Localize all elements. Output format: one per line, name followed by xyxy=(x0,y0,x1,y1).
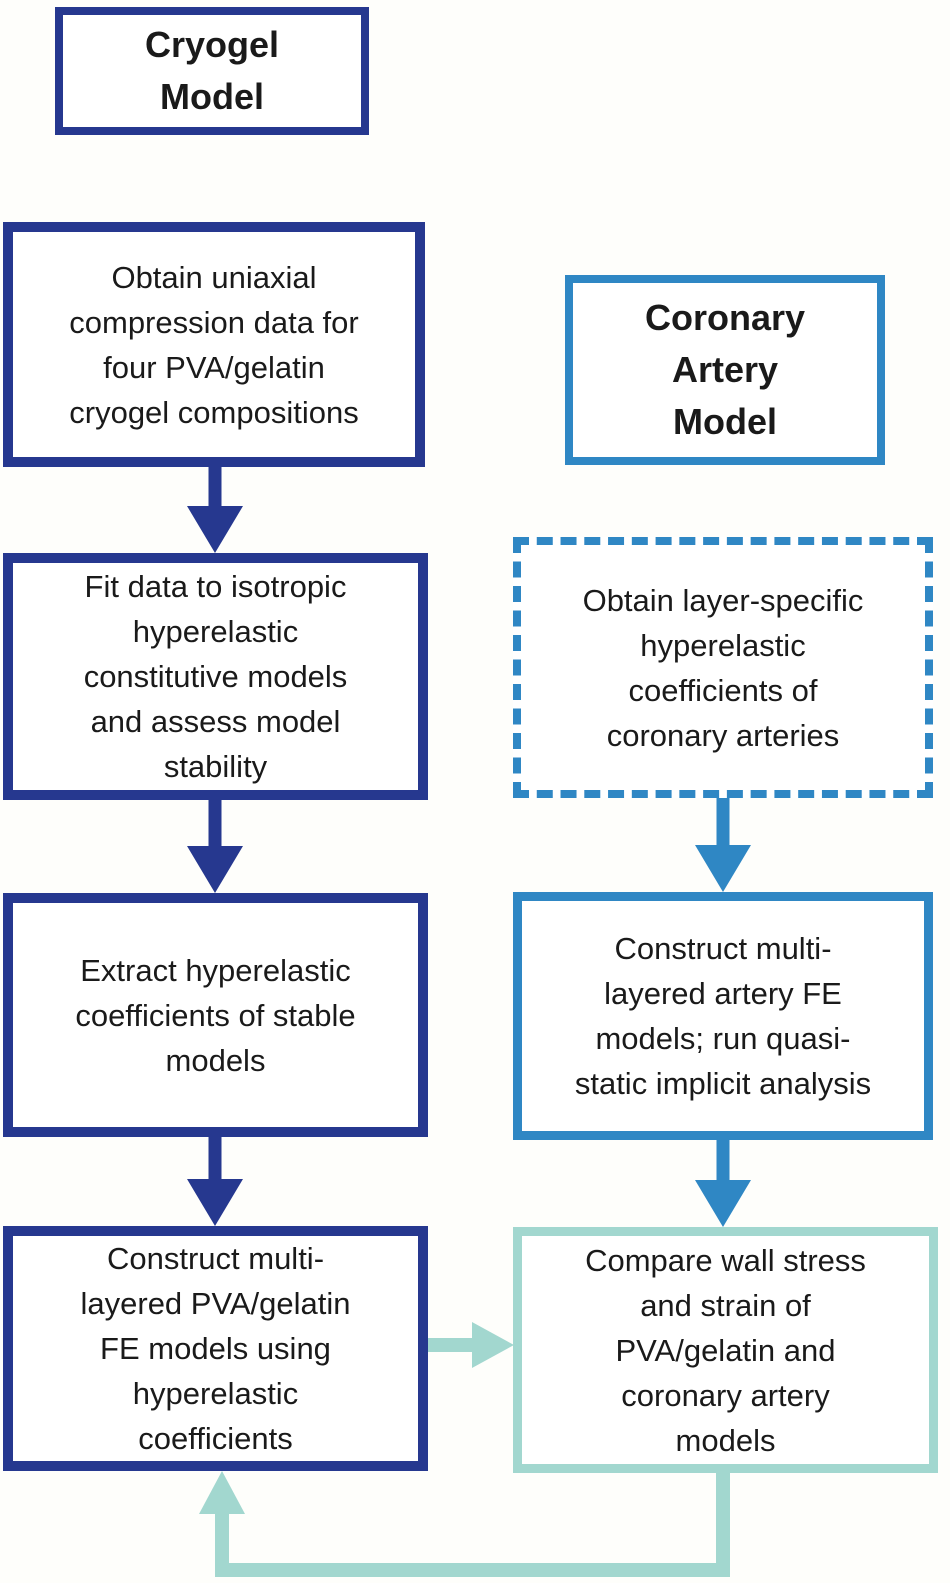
cryogel-model-header-label: Cryogel Model xyxy=(144,24,280,117)
arrow-cryogel-step3-to-step4 xyxy=(187,1137,243,1226)
step-text: Obtain layer-specific hyperelastic coeff… xyxy=(582,582,864,753)
arrow-cryogel-step2-to-step3 xyxy=(187,800,243,893)
step-text: Construct multi- layered artery FE model… xyxy=(574,931,872,1101)
compare-results-step: Compare wall stress and strain of PVA/ge… xyxy=(513,1227,938,1473)
artery-step-obtain-coefficients: Obtain layer-specific hyperelastic coeff… xyxy=(513,537,933,798)
cryogel-model-header: Cryogel Model xyxy=(55,7,369,135)
step-text: Compare wall stress and strain of PVA/ge… xyxy=(585,1242,866,1458)
cryogel-step-obtain-compression-data: Obtain uniaxial compression data for fou… xyxy=(3,222,425,467)
arrow-cryogel-step1-to-step2 xyxy=(187,465,243,553)
arrow-artery-step2-to-step3 xyxy=(695,1140,751,1227)
arrow-artery-step1-to-step2 xyxy=(695,798,751,892)
step-text: Obtain uniaxial compression data for fou… xyxy=(69,259,359,430)
arrow-cryogel-to-compare xyxy=(428,1322,514,1368)
feedback-loop-compare-to-cryogel xyxy=(199,1471,730,1577)
cryogel-step-fit-data: Fit data to isotropic hyperelastic const… xyxy=(3,553,428,800)
cryogel-step-construct-fe-models: Construct multi- layered PVA/gelatin FE … xyxy=(3,1226,428,1471)
step-text: Fit data to isotropic hyperelastic const… xyxy=(83,569,348,784)
cryogel-step-extract-coefficients: Extract hyperelastic coefficients of sta… xyxy=(3,893,428,1137)
artery-step-construct-fe-models: Construct multi- layered artery FE model… xyxy=(513,892,933,1140)
step-text: Extract hyperelastic coefficients of sta… xyxy=(75,952,356,1078)
coronary-artery-model-header: Coronary Artery Model xyxy=(565,275,885,465)
coronary-artery-model-header-label: Coronary Artery Model xyxy=(644,297,806,442)
step-text: Construct multi- layered PVA/gelatin FE … xyxy=(80,1241,351,1456)
